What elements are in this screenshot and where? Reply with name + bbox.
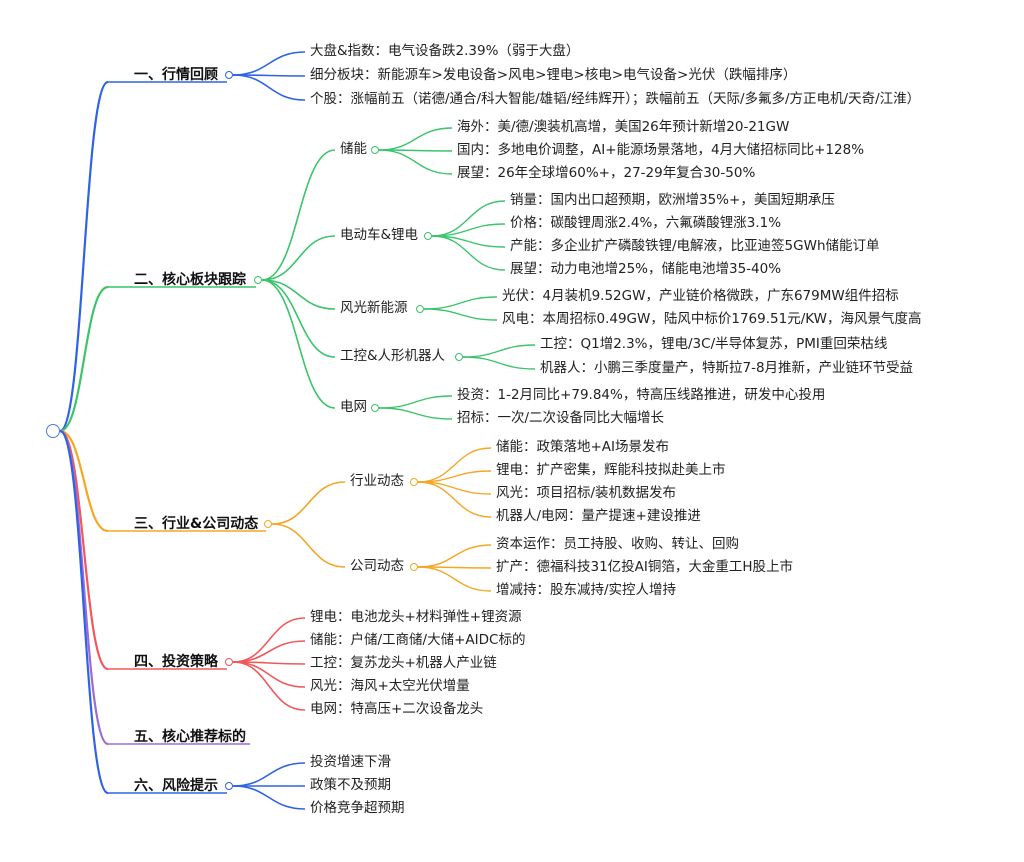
link-s6-item-0 (232, 762, 306, 787)
link-s2-storage (261, 149, 336, 281)
risk-price-item: 价格竞争超预期 (310, 800, 405, 816)
storage-overseas-item: 海外：美/德/澳装机高增，美国26年预计新增20-21GW (457, 119, 790, 135)
link-s1-item-0 (232, 51, 306, 76)
link-windsolar-0 (423, 296, 498, 310)
link-storage-0 (378, 127, 453, 151)
industrial-control-item: 工控：Q1增2.3%，锂电/3C/半导体复苏，PMI重回荣枯线 (540, 336, 888, 352)
link-s1-item-2 (232, 74, 306, 101)
stocks-item: 个股：涨幅前五（诺德/通合/科大智能/雄韬/经纬辉开）；跌幅前五（天际/多氟多/… (310, 91, 921, 107)
group-industry-news-dot[interactable] (410, 478, 418, 486)
strategy-storage-item: 储能：户储/工商储/大储+AIDC标的 (310, 632, 526, 648)
group-ev-battery-dot[interactable] (424, 232, 432, 240)
link-robot-1 (462, 356, 536, 370)
root-node[interactable] (46, 424, 60, 438)
link-robot-0 (462, 344, 536, 358)
storage-domestic-item: 国内：多地电价调整，AI+能源场景落地，4月大储招标同比+128% (457, 142, 865, 158)
ev-outlook-item: 展望：动力电池增25%，储能电池增35-40% (510, 261, 782, 277)
ev-capacity-item: 产能：多企业扩产磷酸铁锂/电解液，比亚迪签5GWh储能订单 (510, 238, 880, 254)
section-industry-company-dot[interactable] (264, 520, 272, 528)
link-s4-item-1 (232, 640, 306, 663)
market-index-item: 大盘&指数：电气设备跌2.39%（弱于大盘） (310, 43, 580, 59)
section-core-picks-label[interactable]: 五、核心推荐标的 (134, 729, 246, 745)
link-root-s2 (59, 285, 109, 433)
link-root-s3 (59, 429, 109, 533)
company-expansion-item: 扩产：德福科技31亿投AI铜箔，大金重工H股上市 (496, 559, 794, 575)
group-industry-news-label[interactable]: 行业动态 (350, 473, 404, 489)
group-ev-battery-label[interactable]: 电动车&锂电 (340, 227, 419, 243)
group-grid-dot[interactable] (371, 404, 379, 412)
link-s3-industry (271, 481, 346, 525)
risk-investment-item: 投资增速下滑 (310, 754, 391, 770)
link-s2-ev (261, 235, 336, 281)
link-ev-3 (431, 235, 506, 271)
strategy-industrial-item: 工控：复苏龙头+机器人产业链 (310, 655, 497, 671)
section-strategy-label[interactable]: 四、投资策略 (134, 654, 218, 670)
link-s6-item-2 (232, 785, 306, 810)
industry-battery-item: 锂电：扩产密集，辉能科技拟赴美上市 (496, 462, 726, 478)
section-industry-company-label[interactable]: 三、行业&公司动态 (134, 516, 259, 532)
wind-item: 风电：本周招标0.49GW，陆风中标价1769.51元/KW，海风景气度高 (502, 311, 922, 327)
link-s2-robot (261, 279, 336, 358)
group-wind-solar-label[interactable]: 风光新能源 (340, 300, 408, 316)
link-industry-3 (417, 481, 492, 518)
solar-item: 光伏：4月装机9.52GW，产业链价格微跌，广东679MW组件招标 (502, 288, 899, 304)
group-company-news-dot[interactable] (410, 563, 418, 571)
link-s4-item-4 (232, 661, 306, 711)
link-industry-0 (417, 447, 492, 483)
company-holdings-item: 增减持：股东减持/实控人增持 (496, 582, 677, 598)
group-grid-label[interactable]: 电网 (340, 399, 367, 415)
storage-outlook-item: 展望：26年全球增60%+，27-29年复合30-50% (457, 165, 756, 181)
section-risk-label[interactable]: 六、风险提示 (134, 778, 218, 794)
link-root-s1 (59, 80, 109, 433)
link-windsolar-1 (423, 308, 498, 321)
company-capital-item: 资本运作：员工持股、收购、转让、回购 (496, 536, 739, 552)
ev-price-item: 价格：碳酸锂周涨2.4%，六氟磷酸锂涨3.1% (510, 215, 782, 231)
link-ev-0 (431, 200, 506, 237)
strategy-grid-item: 电网：特高压+二次设备龙头 (310, 701, 484, 717)
link-grid-0 (378, 395, 453, 409)
link-root-s4 (59, 429, 109, 671)
section-market-review-label[interactable]: 一、行情回顾 (134, 67, 218, 83)
group-energy-storage-dot[interactable] (371, 146, 379, 154)
link-s4-item-0 (232, 617, 306, 663)
link-root-s6 (59, 429, 109, 795)
section-core-sectors-dot[interactable] (254, 276, 262, 284)
link-grid-1 (378, 407, 453, 420)
group-industrial-robot-dot[interactable] (455, 353, 463, 361)
strategy-wind-solar-item: 风光：海风+太空光伏增量 (310, 678, 470, 694)
link-storage-2 (378, 149, 453, 175)
group-industrial-robot-label[interactable]: 工控&人形机器人 (340, 348, 446, 364)
section-strategy-dot[interactable] (225, 658, 233, 666)
grid-tender-item: 招标：一次/二次设备同比大幅增长 (457, 410, 665, 426)
sub-sector-item: 细分板块：新能源车>发电设备>风电>锂电>核电>电气设备>光伏（跌幅排序） (310, 67, 797, 83)
risk-policy-item: 政策不及预期 (310, 777, 391, 793)
ev-sales-item: 销量：国内出口超预期，欧洲增35%+，美国短期承压 (510, 192, 835, 208)
link-company-2 (417, 566, 492, 592)
group-wind-solar-dot[interactable] (416, 305, 424, 313)
group-energy-storage-label[interactable]: 储能 (340, 141, 367, 157)
group-company-news-label[interactable]: 公司动态 (350, 558, 404, 574)
link-s2-windsolar (261, 279, 336, 310)
robot-item: 机器人：小鹏三季度量产，特斯拉7-8月推新，产业链环节受益 (540, 360, 914, 376)
link-company-0 (417, 544, 492, 568)
link-s3-company (271, 523, 346, 568)
industry-storage-item: 储能：政策落地+AI场景发布 (496, 439, 670, 455)
link-s4-item-3 (232, 661, 306, 688)
section-core-sectors-label[interactable]: 二、核心板块跟踪 (134, 272, 246, 288)
link-s2-grid (261, 279, 336, 409)
section-market-review-dot[interactable] (225, 71, 233, 79)
industry-wind-solar-item: 风光：项目招标/装机数据发布 (496, 485, 677, 501)
strategy-battery-item: 锂电：电池龙头+材料弹性+锂资源 (310, 609, 522, 625)
industry-robot-grid-item: 机器人/电网：量产提速+建设推进 (496, 508, 701, 524)
section-risk-dot[interactable] (225, 782, 233, 790)
grid-investment-item: 投资：1-2月同比+79.84%，特高压线路推进，研发中心投用 (457, 387, 826, 403)
